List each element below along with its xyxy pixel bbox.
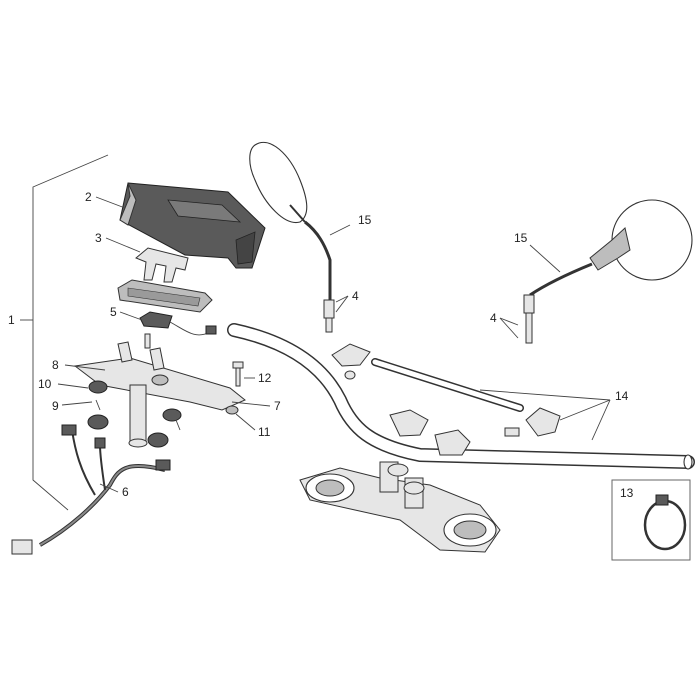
nut-11 xyxy=(225,405,239,415)
label-15b-leader xyxy=(529,244,561,273)
label-2-leader xyxy=(95,196,126,209)
label-7-leader xyxy=(231,401,271,407)
handlebar-clamps xyxy=(389,409,471,456)
label-4b-leader-2 xyxy=(499,317,519,339)
label-4a-leader xyxy=(335,295,349,303)
part-label-15a: 15 xyxy=(358,213,372,227)
part-label-9: 9 xyxy=(52,399,59,413)
part-label-13: 13 xyxy=(620,486,634,500)
cluster-pad xyxy=(117,279,213,313)
label-8-leader xyxy=(64,364,106,371)
cable-clamp-inset xyxy=(611,479,691,561)
label-3-leader xyxy=(105,237,141,253)
right-mirror xyxy=(523,199,693,344)
part-label-8: 8 xyxy=(52,358,59,372)
label-9-leader xyxy=(61,401,93,406)
part-label-10: 10 xyxy=(38,377,52,391)
part-label-11: 11 xyxy=(258,425,271,439)
sensor-connector xyxy=(139,311,217,349)
handlebar xyxy=(227,323,695,470)
label-10-leader xyxy=(57,383,89,389)
left-mirror xyxy=(249,141,335,333)
rubber-grommets xyxy=(87,380,182,448)
lower-mounting-plate xyxy=(73,341,246,448)
part-label-4b: 4 xyxy=(490,311,497,325)
label-14-leader-2 xyxy=(591,399,611,441)
part-label-5: 5 xyxy=(110,305,117,319)
instrument-cluster xyxy=(119,182,266,269)
bolt-12 xyxy=(232,361,244,387)
part-label-14: 14 xyxy=(615,389,629,403)
triple-clamp xyxy=(299,461,501,553)
part-label-4a: 4 xyxy=(352,289,359,303)
part-label-12: 12 xyxy=(258,371,272,385)
part-label-6: 6 xyxy=(122,485,129,499)
assembly-1-bracket xyxy=(32,154,109,511)
part-label-2: 2 xyxy=(85,190,92,204)
label-6-leader xyxy=(99,483,119,493)
label-4b-leader xyxy=(499,317,519,326)
part-label-3: 3 xyxy=(95,231,102,245)
label-11-leader xyxy=(235,413,256,431)
label-15a-leader xyxy=(329,224,351,236)
part-label-7: 7 xyxy=(274,399,281,413)
part-label-15b: 15 xyxy=(514,231,528,245)
label-5-leader xyxy=(119,311,143,321)
wiring-harness xyxy=(11,424,171,555)
label-4a-leader-2 xyxy=(335,295,349,313)
cross-brace xyxy=(331,343,561,437)
part-label-1: 1 xyxy=(8,313,15,327)
cluster-bracket xyxy=(135,247,189,283)
